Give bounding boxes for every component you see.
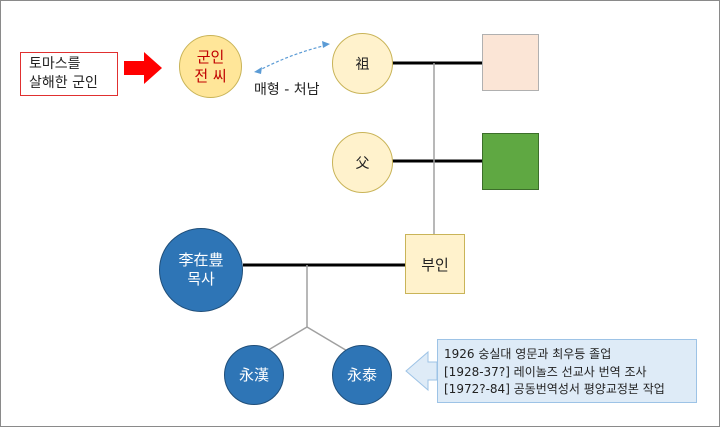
relation-arrow — [257, 44, 328, 72]
pastor-line2: 목사 — [187, 270, 215, 288]
soldier-line2: 전 씨 — [194, 66, 227, 85]
relation-label: 매형 - 처남 — [254, 82, 320, 98]
son1-circle: 永漢 — [224, 345, 284, 405]
note-arrow — [405, 350, 438, 392]
killer-note-box: 토마스를 살해한 군인 — [20, 52, 118, 96]
soldier-line1: 군인 — [196, 47, 225, 66]
red-arrow — [124, 52, 162, 84]
soldier-circle: 군인 전 씨 — [179, 35, 242, 98]
father-circle: 父 — [332, 132, 393, 193]
son2-circle: 永泰 — [332, 345, 392, 405]
son1-label: 永漢 — [238, 365, 269, 384]
father-label: 父 — [355, 155, 370, 172]
grandmother-box — [482, 34, 539, 91]
pastor-line1: 李在豊 — [178, 251, 224, 269]
grandfather-label: 祖 — [355, 56, 370, 73]
note-line-2: [1928-37?] 레이놀즈 선교사 번역 조사 — [444, 364, 647, 379]
killer-note-line1: 토마스를 — [29, 56, 81, 72]
wife-label: 부인 — [421, 255, 449, 274]
grandfather-circle: 祖 — [332, 33, 393, 94]
child1-branch — [264, 326, 308, 353]
note-line-3: [1972?-84] 공동번역성서 평양교정본 작업 — [444, 382, 665, 396]
killer-note-line2: 살해한 군인 — [29, 75, 98, 91]
pastor-circle: 李在豊 목사 — [159, 228, 243, 312]
son2-label: 永泰 — [346, 365, 377, 384]
wife-box: 부인 — [405, 234, 465, 294]
child2-branch — [306, 326, 350, 353]
son2-career-note: 1926 숭실대 영문과 최우등 졸업 [1928-37?] 레이놀즈 선교사 … — [437, 339, 697, 403]
mother-box — [482, 133, 539, 190]
note-line-1: 1926 숭실대 영문과 최우등 졸업 — [444, 347, 612, 361]
